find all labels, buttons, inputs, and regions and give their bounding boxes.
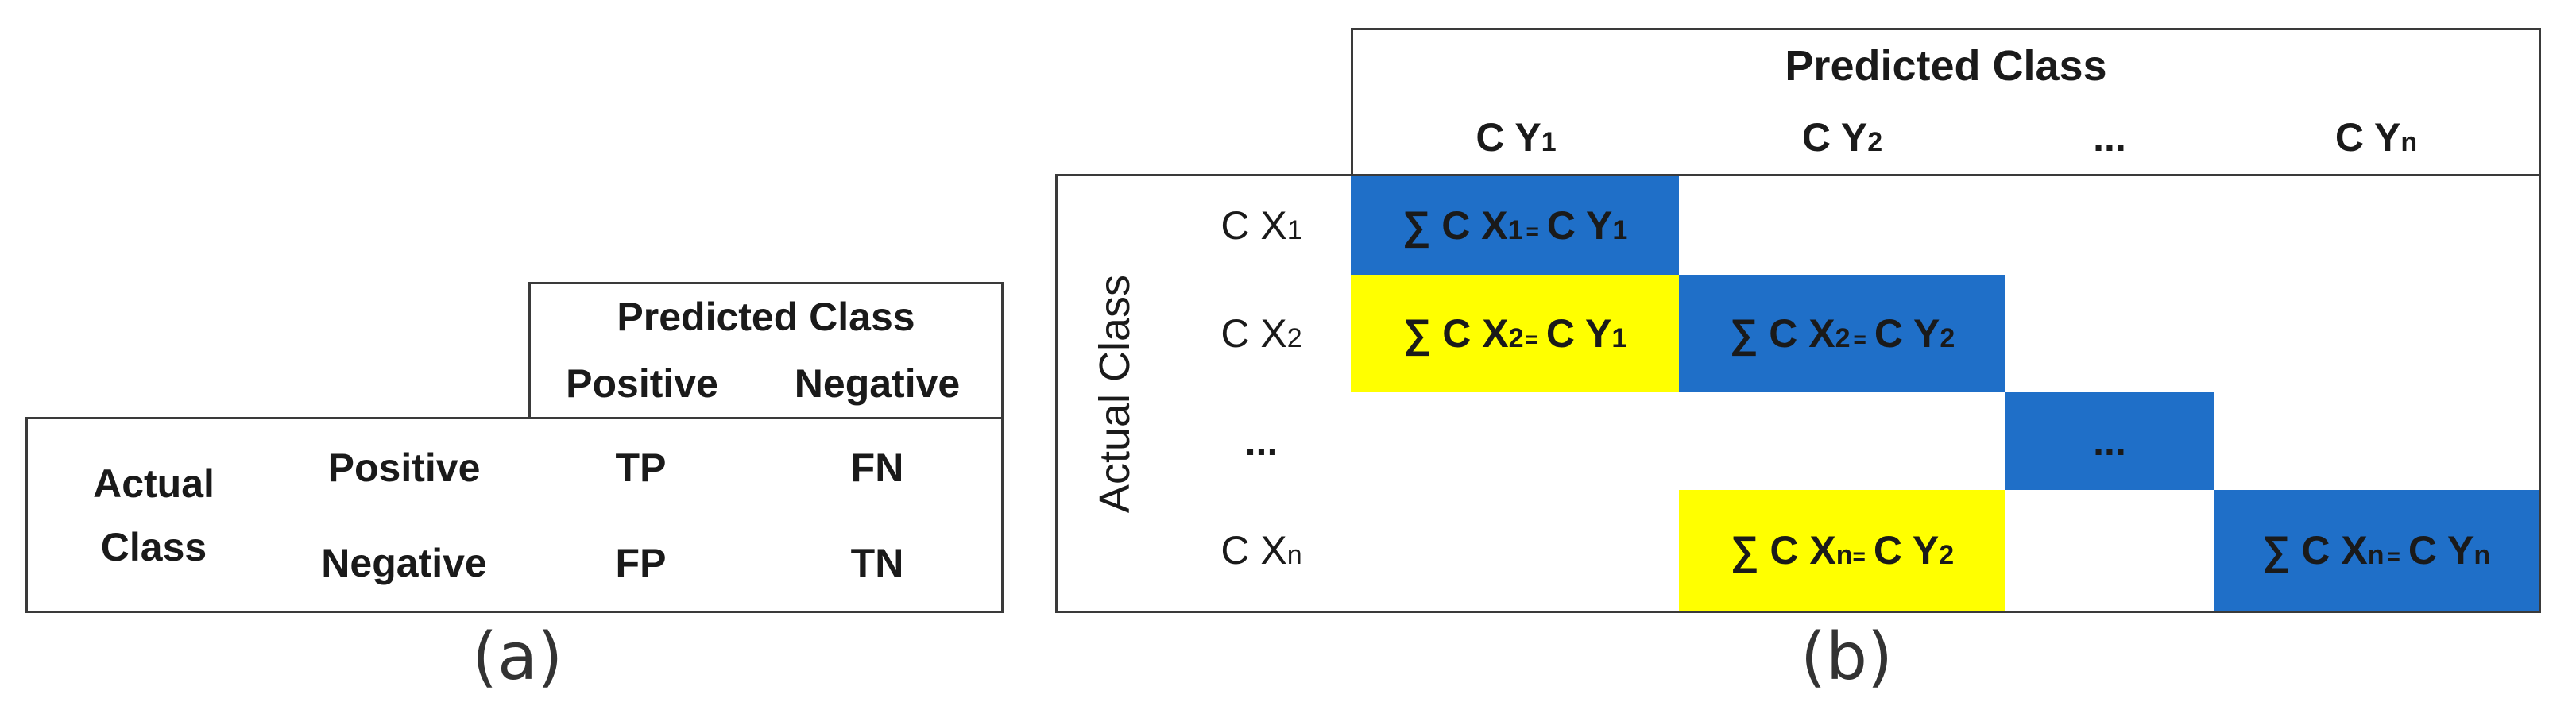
r1c1-cy: C Y <box>1546 203 1613 248</box>
cell-r4-c1 <box>1351 490 1681 613</box>
cell-r3-c4 <box>2214 392 2541 492</box>
r4c4-xsub: n <box>2367 540 2385 570</box>
actual-negative-row-header: Negative <box>280 515 531 613</box>
cell-fn-text: FN <box>850 445 904 490</box>
r2c1-xsub: 2 <box>1508 323 1524 353</box>
row-cx1-sub: 1 <box>1286 215 1302 245</box>
predicted-negative-header: Negative <box>753 349 1004 419</box>
r2c2-eq: = <box>1853 327 1866 352</box>
r4c2-cy: C Y <box>1873 528 1940 573</box>
r2c1-ysub: 1 <box>1611 323 1627 353</box>
actual-class-line2: Class <box>100 524 207 569</box>
cell-fp: FP <box>528 515 756 613</box>
cell-r4-c3 <box>2005 490 2216 613</box>
cell-r1-c3 <box>2005 174 2216 277</box>
row-cxn-prefix: C X <box>1220 528 1287 573</box>
actual-negative-text: Negative <box>321 541 487 585</box>
r4c4-cy: C Y <box>2408 528 2474 573</box>
caption-b: (b) <box>1800 619 1893 695</box>
r1c1-eq: = <box>1526 219 1539 244</box>
col-ellipsis-text: ... <box>2093 115 2126 160</box>
actual-positive-text: Positive <box>327 445 481 490</box>
r4c2-ysub: 2 <box>1939 540 1955 570</box>
r1c1-xsub: 1 <box>1507 215 1523 245</box>
row-cx1-prefix: C X <box>1220 203 1287 248</box>
r4c2-sum: ∑ C X <box>1730 528 1836 573</box>
r2c1-cy: C Y <box>1545 311 1612 356</box>
predicted-class-header: Predicted Class <box>528 282 1004 352</box>
row-cx2-prefix: C X <box>1220 311 1287 356</box>
r2c2-sum: ∑ C X <box>1729 311 1835 356</box>
cell-fp-text: FP <box>615 541 667 585</box>
b-predicted-class-text: Predicted Class <box>1785 41 2107 90</box>
r3c3-ellipsis: ... <box>2093 418 2126 464</box>
col-cy2-prefix: C Y <box>1801 115 1868 160</box>
actual-positive-row-header: Positive <box>280 417 531 518</box>
row-cxn-sub: n <box>1286 540 1302 570</box>
cell-r3-c2 <box>1679 392 2008 492</box>
cell-tn-text: TN <box>850 541 904 585</box>
predicted-class-header-text: Predicted Class <box>617 295 915 339</box>
r2c1-sum: ∑ C X <box>1402 311 1509 356</box>
predicted-positive-header: Positive <box>528 349 756 419</box>
actual-class-line1: Actual <box>93 461 215 506</box>
cell-tn: TN <box>753 515 1004 613</box>
cell-r2-c4 <box>2214 275 2541 395</box>
r4c2-eq: = <box>1852 544 1866 569</box>
r2c1-eq: = <box>1525 327 1538 352</box>
col-header-ellipsis: ... <box>2005 101 2216 176</box>
col-cy1-prefix: C Y <box>1476 115 1541 160</box>
r2c2-cy: C Y <box>1874 311 1940 356</box>
r4c4-ysub: n <box>2474 540 2491 570</box>
cell-tp: TP <box>528 417 756 518</box>
col-cy2-sub: 2 <box>1867 127 1883 157</box>
cell-r2-c3 <box>2005 275 2216 395</box>
cell-tp-text: TP <box>615 445 667 490</box>
r2c2-xsub: 2 <box>1835 323 1851 353</box>
r1c1-sum: ∑ C X <box>1402 203 1508 248</box>
actual-class-header: Actual Class <box>25 417 282 613</box>
r4c4-sum: ∑ C X <box>2261 528 2368 573</box>
row-cx2-sub: 2 <box>1286 323 1302 353</box>
caption-a: (a) <box>472 619 563 695</box>
predicted-positive-text: Positive <box>566 361 718 406</box>
r4c4-eq: = <box>2387 544 2400 569</box>
r4c2-xsub: n <box>1835 540 1853 570</box>
cell-r1-c4 <box>2214 174 2541 277</box>
cell-fn: FN <box>753 417 1004 518</box>
predicted-negative-text: Negative <box>794 361 961 406</box>
cell-r1-c2 <box>1679 174 2008 277</box>
row-ellipsis-text: ... <box>1244 418 1278 464</box>
b-predicted-class-header: Predicted Class <box>1351 28 2541 103</box>
b-actual-class-header: Actual Class <box>1055 174 1174 613</box>
r2c2-ysub: 2 <box>1940 323 1955 353</box>
cell-r3-c1 <box>1351 392 1681 492</box>
row-header-ellipsis: ... <box>1172 392 1353 492</box>
r1c1-ysub: 1 <box>1612 215 1628 245</box>
b-actual-class-text: Actual Class <box>1091 274 1139 513</box>
col-cyn-sub: n <box>2400 127 2418 157</box>
col-cyn-prefix: C Y <box>2334 115 2401 160</box>
col-cy1-sub: 1 <box>1541 127 1557 157</box>
cell-r3-c3: ... <box>2005 392 2216 492</box>
